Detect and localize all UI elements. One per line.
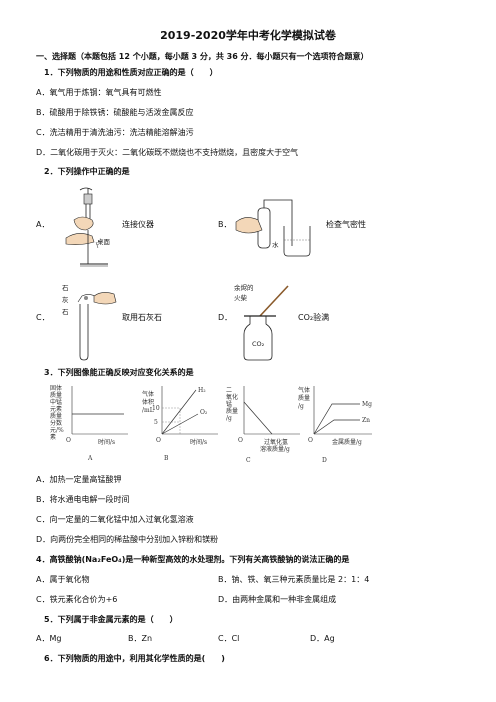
svg-text:质量: 质量 (50, 412, 62, 420)
page-title: 2019-2020学年中考化学模拟试卷 (160, 29, 336, 42)
svg-text:5: 5 (154, 419, 158, 426)
question-5-option-a: A．Mg (36, 634, 62, 643)
q2-option-c-label: 取用石灰石 (122, 313, 162, 322)
svg-text:O: O (238, 437, 243, 444)
question-5-option-d: D．Ag (310, 634, 335, 643)
svg-text:O: O (156, 437, 161, 444)
question-1-option-b: B．硫酸用于除铁锈：硫酸能与活泼金属反应 (36, 108, 194, 117)
question-4-stem: 4．高铁酸钠(Na₂FeO₄)是一种新型高效的水处理剂。下列有关高铁酸钠的说法正… (36, 555, 350, 564)
svg-text:过氧化氢: 过氧化氢 (264, 438, 288, 446)
svg-text:溶液质量/g: 溶液质量/g (260, 445, 290, 453)
svg-text:金属质量/g: 金属质量/g (332, 438, 362, 446)
question-3-option-a: A．加热一定量高锰酸钾 (36, 475, 122, 484)
figure-d-text-1: 余烬的 (234, 283, 254, 292)
svg-text:中锰: 中锰 (50, 398, 62, 406)
svg-text:O: O (308, 437, 313, 444)
graph-a: 固体 质量 中锰 元素 质量 分数 元/% 素 O 时间/s A (50, 384, 128, 462)
svg-text:/mL: /mL (142, 407, 154, 414)
figure-b-text: 水 (272, 240, 279, 249)
svg-text:元素: 元素 (50, 405, 62, 413)
svg-text:质量: 质量 (298, 394, 310, 402)
svg-text:二: 二 (226, 387, 232, 394)
q2-option-d-label: CO₂验满 (298, 313, 330, 322)
svg-text:氧化: 氧化 (226, 393, 238, 401)
figure-co2-full-check: 余烬的 火柴 CO₂ (234, 283, 289, 361)
question-1-option-c: C．洗洁精用于清洗油污：洗洁精能溶解油污 (36, 128, 194, 137)
question-1-option-a: A．氧气用于炼钢：氧气具有可燃性 (36, 88, 162, 97)
graph-d: 气体 质量 /g Mg Zn O 金属质量/g D (298, 386, 372, 464)
figure-c-text-3: 石 (62, 308, 69, 316)
q2-option-c-letter: C． (36, 313, 50, 322)
svg-text:质量: 质量 (50, 391, 62, 399)
question-5-option-c: C．Cl (218, 634, 240, 643)
q2-option-a-label: 连接仪器 (122, 220, 154, 229)
question-1-option-d: D．二氧化碳用于灭火：二氧化碳既不燃烧也不支持燃烧，且密度大于空气 (36, 148, 299, 157)
section-heading: 一、选择题（本题包括 12 个小题，每小题 3 分，共 36 分．每小题只有一个… (36, 52, 369, 61)
figure-airtightness-check: 水 (235, 199, 311, 257)
q2-option-a-letter: A． (36, 220, 50, 229)
figure-connect-instruments: 桌面 (65, 187, 111, 267)
figure-c-text-1: 石 (62, 284, 69, 292)
svg-text:O₂: O₂ (200, 409, 208, 416)
svg-text:C: C (246, 457, 251, 464)
svg-text:10: 10 (152, 405, 160, 412)
question-3-option-d: D．向两份完全相同的稀盐酸中分别加入锌粉和镁粉 (36, 535, 219, 544)
question-1-stem: 1．下列物质的用途和性质对应正确的是（ ） (44, 68, 218, 77)
svg-text:分数: 分数 (50, 419, 62, 427)
svg-text:D: D (322, 457, 327, 464)
figure-take-limestone: 石 灰 石 (62, 284, 117, 361)
svg-text:H₂: H₂ (198, 387, 206, 394)
graph-b-h2-line (161, 389, 197, 435)
graph-b: 气体 体积 /mL 10 5 H₂ O₂ O 时间/s B (142, 386, 218, 462)
svg-text:体积: 体积 (142, 398, 154, 406)
svg-text:/g: /g (226, 415, 232, 422)
svg-text:Zn: Zn (362, 417, 370, 424)
question-3-option-b: B．将水通电电解一段时间 (36, 495, 130, 504)
figure-c-text-2: 灰 (62, 295, 69, 304)
svg-text:/g: /g (298, 403, 304, 410)
svg-text:O: O (66, 437, 71, 444)
question-5-option-b: B．Zn (128, 634, 153, 643)
svg-text:锰: 锰 (226, 400, 232, 408)
q2-option-b-letter: B． (218, 220, 232, 229)
svg-text:固体: 固体 (50, 384, 62, 392)
svg-text:素: 素 (50, 433, 56, 441)
svg-text:时间/s: 时间/s (190, 438, 207, 446)
svg-text:元/%: 元/% (50, 427, 64, 434)
graph-d-zn-line (313, 419, 360, 435)
question-4-option-d: D．由两种金属和一种非金属组成 (218, 595, 337, 604)
question-3-option-c: C．向一定量的二氧化锰中加入过氧化氢溶液 (36, 515, 194, 524)
svg-text:气体: 气体 (298, 386, 310, 394)
question-4-option-a: A．属于氧化物 (36, 575, 90, 584)
svg-text:A: A (87, 455, 93, 462)
q2-option-d-letter: D． (218, 313, 233, 322)
graph-b-o2-line (161, 413, 199, 435)
graph-c-line (243, 401, 273, 435)
svg-text:B: B (164, 455, 169, 462)
graph-d-mg-line (313, 403, 360, 435)
figure-a-text: 桌面 (97, 237, 111, 246)
question-2-stem: 2．下列操作中正确的是 (44, 167, 130, 176)
graph-c: 二 氧化 锰 质量 /g O 过氧化氢 溶液质量/g C (226, 386, 300, 464)
svg-text:气体: 气体 (142, 390, 154, 398)
svg-text:质量: 质量 (226, 407, 238, 415)
question-3-stem: 3．下列图像能正确反映对应变化关系的是 (44, 368, 194, 377)
q2-option-b-label: 检查气密性 (326, 220, 366, 229)
figure-d-bottle-label: CO₂ (252, 340, 265, 348)
figure-d-text-2: 火柴 (234, 293, 248, 302)
question-5-stem: 5．下列属于非金属元素的是（ ） (44, 615, 178, 624)
question-4-option-b: B．钠、铁、氧三种元素质量比是 2：1：4 (218, 575, 370, 584)
question-6-stem: 6．下列物质的用途中，利用其化学性质的是( ) (44, 654, 225, 663)
svg-text:时间/s: 时间/s (98, 438, 115, 446)
svg-text:Mg: Mg (362, 401, 372, 408)
question-4-option-c: C．铁元素化合价为+6 (36, 595, 118, 604)
